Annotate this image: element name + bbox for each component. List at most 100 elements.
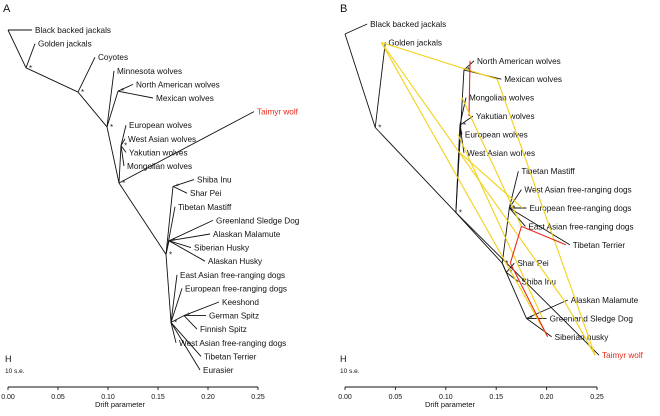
a-branch-golden-jackals: [25, 43, 36, 68]
migration-edge-alaskan-malamute-to-taimyr-wolf: [563, 299, 596, 356]
a-support-star: *: [187, 312, 190, 321]
a-branch-coyotes: [77, 57, 96, 93]
tick-label-2: 0.10: [101, 394, 115, 401]
a-branch-siberian-husky: [168, 240, 192, 249]
a-support-star: *: [81, 88, 84, 97]
a-branch-free: [165, 254, 172, 323]
b-branch-j: [344, 33, 376, 128]
b-support-star: *: [459, 209, 462, 218]
b-branch-tibetan-mastiff: [508, 171, 519, 209]
panel-b-key-label: H: [340, 354, 347, 364]
b-tip-west-asian-free-ranging-dogs: West Asian free-ranging dogs: [524, 186, 631, 195]
a-branch-shar-pei: [172, 185, 188, 194]
tick-label-2: 0.10: [439, 394, 453, 401]
a-tip-north-american-wolves: North American wolves: [136, 80, 220, 89]
a-branch-ew: [106, 126, 120, 184]
b-branch-siberian-husky: [526, 318, 552, 338]
a-branch-asia: [165, 186, 174, 255]
a-support-star: *: [29, 64, 32, 73]
a-support-star: *: [122, 179, 125, 188]
a-tip-mexican-wolves: Mexican wolves: [156, 94, 214, 103]
b-branch-shar-pei: [505, 262, 515, 273]
b-tip-european-free-ranging-dogs: European free-ranging dogs: [529, 204, 631, 213]
b-tip-siberian-husky: Siberian husky: [555, 333, 610, 342]
a-branch-greenland-sledge-dog: [168, 219, 214, 242]
panel-b-x-label: Drift parameter: [425, 400, 476, 409]
b-branch-shiba-inu: [506, 272, 519, 282]
b-branch-dog: [455, 212, 503, 264]
a-branch-keeshond: [183, 301, 220, 317]
a-tip-black-backed-jackals: Black backed jackals: [35, 26, 111, 35]
b-branch-west-asian-wolves: [459, 125, 465, 153]
a-tip-shiba-inu: Shiba Inu: [197, 176, 232, 185]
b-tip-black-backed-jackals: Black backed jackals: [370, 20, 446, 29]
panel-a: A ***********Black backed jackalsGolden …: [1, 3, 300, 409]
migration-edge-tibetan-terrier-to-east-asian-free-ranging-dogs: [521, 225, 566, 246]
a-branch-c: [25, 67, 79, 93]
a-tip-tibetan-mastiff: Tibetan Mastiff: [178, 203, 232, 212]
a-branch-na: [106, 91, 119, 128]
migration-edge-mexican-wolves-to-taimyr-wolf: [496, 79, 596, 356]
b-branch-taimyr-wolf: [455, 212, 600, 356]
tick-label-0: 0.00: [1, 394, 15, 401]
a-support-star: *: [174, 318, 177, 327]
migration-edge-west-asian-wolves-to-european-free-ranging-dogs: [459, 152, 523, 209]
tick-label-5: 0.25: [590, 394, 604, 401]
b-branch-d3: [501, 263, 527, 319]
b-branch-w: [374, 127, 457, 213]
tick-label-1: 0.05: [51, 394, 65, 401]
a-tip-finnish-spitz: Finnish Spitz: [200, 325, 247, 334]
a-support-star: *: [176, 182, 179, 191]
a-tip-west-asian-free-ranging-dogs: West Asian free-ranging dogs: [179, 339, 286, 348]
b-support-star: *: [463, 121, 466, 130]
b-tip-tibetan-mastiff: Tibetan Mastiff: [521, 167, 575, 176]
b-branch-d1: [501, 207, 510, 264]
panel-b-label: B: [340, 3, 347, 15]
a-support-star: *: [124, 142, 127, 151]
tick-label-0: 0.00: [338, 394, 352, 401]
b-support-star: *: [378, 124, 381, 133]
a-branch-dog: [118, 182, 167, 255]
a-branch-finnish-spitz: [183, 315, 198, 330]
a-tip-eurasier: Eurasier: [203, 366, 234, 375]
a-branch-mexican-wolves: [117, 90, 154, 99]
a-branch-shiba-inu: [172, 179, 195, 187]
a-tip-alaskan-malamute: Alaskan Malamute: [213, 230, 281, 239]
a-branch-eurasier: [170, 322, 201, 371]
a-branch-arc: [165, 240, 170, 255]
b-tip-alaskan-malamute: Alaskan Malamute: [571, 296, 639, 305]
a-tip-european-free-ranging-dogs: European free-ranging dogs: [185, 284, 287, 293]
migration-edge-european-wolves-to-greenland-sledge-dog: [457, 134, 544, 319]
panel-b-migration-edges: [380, 41, 596, 356]
a-branch-eur: [118, 145, 122, 184]
a-tip-german-spitz: German Spitz: [209, 312, 259, 321]
b-tip-tibetan-terrier: Tibetan Terrier: [573, 241, 626, 250]
a-branch-sp: [170, 315, 185, 323]
b-branch-black-backed-jackals: [344, 23, 368, 35]
b-branch-alaskan-malamute: [526, 299, 568, 319]
a-tip-tibetan-terrier: Tibetan Terrier: [204, 352, 257, 361]
b-branch-eur: [455, 125, 461, 213]
a-tip-coyotes: Coyotes: [98, 53, 128, 62]
b-branch-golden-jackals: [374, 42, 386, 128]
a-branch-mongolian-wolves: [120, 145, 125, 167]
a-branch-east-asian-free-ranging-dogs: [170, 274, 178, 323]
a-tip-siberian-husky: Siberian Husky: [194, 244, 250, 253]
tick-label-4: 0.20: [201, 394, 215, 401]
b-tip-greenland-sledge-dog: Greenland Sledge Dog: [550, 314, 634, 323]
a-branch-yakutian-wolves: [120, 145, 127, 153]
a-tip-european-wolves: European wolves: [129, 121, 192, 130]
a-branch-alaskan-husky: [168, 240, 206, 262]
b-tip-yakutian-wolves: Yakutian wolves: [476, 112, 535, 121]
panel-a-key-label: H: [5, 354, 12, 364]
tick-label-3: 0.15: [489, 394, 503, 401]
a-support-star: *: [110, 123, 113, 132]
b-support-star: *: [529, 314, 532, 323]
migration-edge-north-american-wolves-to-yakutian-wolves: [468, 60, 471, 117]
b-tip-east-asian-free-ranging-dogs: East Asian free-ranging dogs: [528, 222, 633, 231]
a-tip-keeshond: Keeshond: [222, 298, 259, 307]
